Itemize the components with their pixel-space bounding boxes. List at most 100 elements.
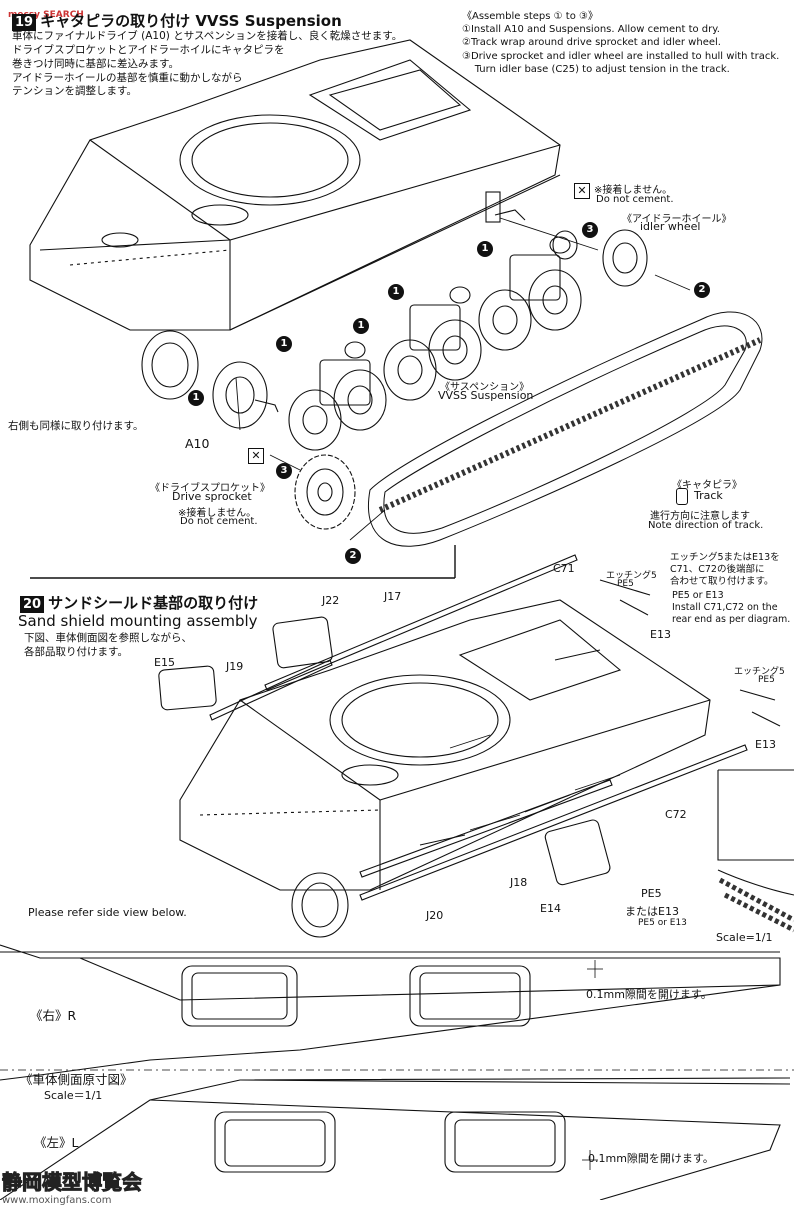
sprocket-no-cement-jp: ※接着しません。: [178, 508, 257, 519]
en-step: Turn idler base (C25) to adjust tension …: [462, 63, 730, 75]
step-badge: 1: [188, 390, 204, 406]
step20-number: 20: [20, 596, 45, 613]
scale-top: Scale=1/1: [716, 931, 773, 944]
part-j20-label: J20: [426, 909, 444, 922]
note-line: C71、C72の後端部に: [670, 563, 765, 575]
sprocket-label-jp: 《ドライブスプロケット》: [150, 483, 270, 494]
side-right-label: 《右》R: [30, 1008, 77, 1023]
instruction-line: テンションを調整します。: [12, 85, 137, 98]
no-cement-mark: ✕: [248, 448, 264, 464]
step19-jp-instructions: 車体にファイナルドライブ (A10) とサスペンションを接着し、良く乾燥させます…: [12, 30, 432, 99]
step20-title-en: Sand shield mounting assembly: [18, 612, 258, 630]
part-e14-label: E14: [540, 902, 561, 915]
part-pe5-label: PE5: [617, 579, 634, 589]
note-jp: エッチング5またはE13を C71、C72の後端部に 合わせて取り付けます。: [670, 552, 780, 588]
sand-shield-parts: [158, 554, 781, 901]
other-side-note: 右側も同様に取り付けます。: [8, 420, 144, 432]
track-label-en: Track: [694, 489, 723, 502]
pe5-or-e13-en: PE5 or E13: [638, 918, 687, 928]
side-view-left: [0, 1077, 791, 1200]
hull-drawing-step19: [29, 39, 561, 400]
note-line: PE5 or E13: [672, 590, 724, 601]
watermark-top: mecsy SEARCH: [8, 2, 84, 21]
no-cement-en: Do not cement.: [596, 194, 674, 205]
note-en: PE5 or E13 Install C71,C72 on the rear e…: [672, 590, 790, 626]
final-drive-a10-drawing: [212, 361, 279, 429]
en-step: ①Install A10 and Suspensions. Allow ceme…: [462, 24, 720, 36]
etching-label-2: エッチング5: [734, 667, 785, 677]
part-j19-label: J19: [226, 660, 244, 673]
suspension-label-jp: 《サスペンション》: [440, 382, 530, 393]
side-left-label: 《左》L: [34, 1135, 79, 1150]
watermark-bottom-en: www.moxingfans.com: [2, 1195, 112, 1206]
step19-en-instructions: 《Assemble steps ① to ③》 ①Install A10 and…: [462, 10, 792, 76]
part-e15-label: E15: [154, 656, 175, 669]
instruction-line: ドライブスプロケットとアイドラーホイルにキャタピラを: [12, 43, 285, 56]
suspension-bogie-2: [383, 286, 482, 401]
part-j18-label: J18: [510, 876, 528, 889]
step-badge: 2: [345, 548, 361, 564]
side-view-title: 《車体側面原寸図》: [20, 1072, 133, 1087]
track-drawing: [368, 311, 763, 547]
step-badge: 1: [477, 241, 493, 257]
part-c72-label: C72: [665, 808, 687, 821]
part-j17-label: J17: [384, 590, 402, 603]
instruction-line: 巻きつけ同時に基部に差込みます。: [12, 57, 179, 70]
gap-note-left: 0.1mm隙間を開けます。: [588, 1152, 714, 1165]
step-badge: 2: [694, 282, 710, 298]
note-line: 合わせて取り付けます。: [670, 575, 774, 587]
direction-icon: [676, 488, 688, 505]
idler-label-jp: 《アイドラーホイール》: [622, 214, 732, 225]
idler-label-en: idler wheel: [640, 220, 701, 233]
en-heading: 《Assemble steps ① to ③》: [462, 11, 598, 22]
instruction-line: 各部品取り付けます。: [24, 645, 128, 658]
sprocket-no-cement-en: Do not cement.: [180, 516, 258, 527]
assembly-arrows-step19: [235, 217, 691, 541]
pe5-or-e13-jp-2: またはE13: [625, 905, 679, 918]
part-a10-label: A10: [185, 436, 210, 451]
drive-sprocket-drawing: [294, 454, 356, 530]
part-pe5-label-2: PE5: [758, 675, 775, 685]
suspension-bogie-1: [288, 341, 387, 451]
note-line: rear end as per diagram.: [672, 613, 791, 625]
rear-detail-inset: [717, 769, 794, 933]
part-e13-label-2: E13: [755, 738, 776, 751]
gap-note-right: 0.1mm隙間を開けます。: [586, 988, 712, 1001]
idler-wheel-drawing: [485, 191, 648, 287]
step20-instructions: 下図、車体側面図を参照しながら、 各部品取り付けます。: [24, 632, 192, 660]
no-cement-mark: ✕: [574, 183, 590, 199]
sprocket-label-en: Drive sprocket: [172, 490, 252, 503]
step-badge: 1: [388, 284, 404, 300]
step-badge: 1: [276, 336, 292, 352]
step-badge: 1: [353, 318, 369, 334]
part-c71-label: C71: [553, 562, 575, 575]
instruction-line: アイドラーホイールの基部を慎重に動かしながら: [12, 71, 243, 84]
instruction-line: 車体にファイナルドライブ (A10) とサスペンションを接着し、良く乾燥させます…: [12, 30, 403, 42]
en-step: ②Track wrap around drive sprocket and id…: [462, 37, 721, 49]
step19-number: 19: [12, 14, 37, 31]
step20-title-jp: サンドシールド基部の取り付け: [48, 594, 259, 612]
suspension-bogie-3: [478, 236, 582, 351]
track-label-jp: 《キャタピラ》: [672, 480, 742, 491]
watermark-bottom-jp: 静岡模型博覧会: [2, 1170, 143, 1195]
pe5-or-e13-jp: PE5: [641, 887, 662, 900]
part-j22-label: J22: [322, 594, 340, 607]
watermark-top-text: mecsy SEARCH: [8, 10, 84, 20]
hull-drawing-step20: [179, 599, 711, 938]
en-step: ③Drive sprocket and idler wheel are inst…: [462, 50, 780, 62]
note-line: Install C71,C72 on the: [672, 601, 778, 613]
step-badge: 3: [276, 463, 292, 479]
note-line: エッチング5またはE13を: [670, 552, 780, 563]
side-view-right: [0, 944, 781, 1081]
suspension-label-en: VVSS Suspension: [438, 389, 534, 402]
etching-label: エッチング5: [606, 571, 657, 581]
instruction-line: 下図、車体側面図を参照しながら、: [24, 632, 192, 644]
watermark-bottom: 静岡模型博覧会 www.moxingfans.com: [2, 1166, 143, 1206]
step-badge: 3: [582, 222, 598, 238]
side-view-scale: Scale＝1/1: [44, 1089, 103, 1102]
no-cement-jp: ※接着しません。: [594, 185, 673, 196]
assembly-arrows-step20: [419, 649, 621, 846]
direction-note-jp: 進行方向に注意します: [650, 511, 750, 522]
step19-title: キャタピラの取り付け VVSS Suspension: [40, 12, 342, 30]
